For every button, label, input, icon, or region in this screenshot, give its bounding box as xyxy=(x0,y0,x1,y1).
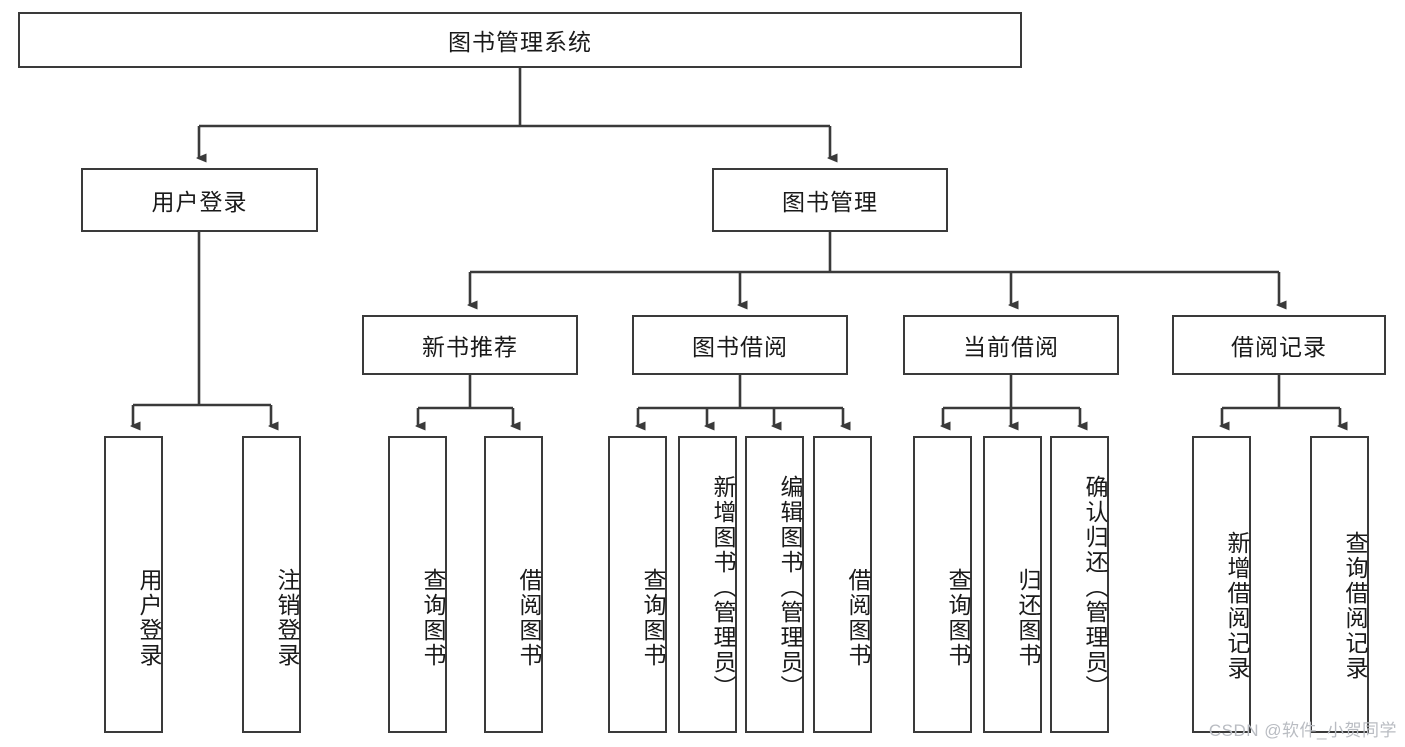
node-root-book-management-system[interactable]: 图书管理系统 xyxy=(18,12,1022,68)
watermark-text: CSDN @软件_小贺同学 xyxy=(1208,721,1397,740)
node-current-borrow[interactable]: 当前借阅 xyxy=(903,315,1119,375)
node-label: 用户登录 xyxy=(151,189,248,215)
node-label: 归还图书 xyxy=(1015,567,1041,668)
node-leaf-add-book-admin[interactable]: 新增图书（管理员） xyxy=(678,436,737,733)
node-label: 查询图书 xyxy=(945,567,971,668)
node-leaf-add-borrow-record[interactable]: 新增借阅记录 xyxy=(1192,436,1251,733)
node-label: 当前借阅 xyxy=(963,334,1059,360)
node-label: 编辑图书（管理员） xyxy=(777,474,803,700)
node-book-borrow[interactable]: 图书借阅 xyxy=(632,315,848,375)
node-label: 图书管理系统 xyxy=(448,29,592,55)
node-label: 借阅图书 xyxy=(516,567,542,668)
node-borrow-record[interactable]: 借阅记录 xyxy=(1172,315,1386,375)
node-label: 图书管理 xyxy=(782,189,878,215)
node-leaf-user-login[interactable]: 用户登录 xyxy=(104,436,163,733)
node-leaf-query-borrow-record[interactable]: 查询借阅记录 xyxy=(1310,436,1369,733)
node-label: 查询借阅记录 xyxy=(1342,530,1368,681)
node-label: 用户登录 xyxy=(136,567,162,668)
node-label: 新增借阅记录 xyxy=(1224,530,1250,681)
node-leaf-logout-login[interactable]: 注销登录 xyxy=(242,436,301,733)
node-label: 借阅记录 xyxy=(1231,334,1327,360)
node-leaf-return-book[interactable]: 归还图书 xyxy=(983,436,1042,733)
node-label: 注销登录 xyxy=(274,567,300,668)
node-label: 图书借阅 xyxy=(692,334,788,360)
node-label: 借阅图书 xyxy=(845,567,871,668)
node-leaf-confirm-return-admin[interactable]: 确认归还（管理员） xyxy=(1050,436,1109,733)
node-user-login[interactable]: 用户登录 xyxy=(81,168,318,232)
node-book-management[interactable]: 图书管理 xyxy=(712,168,948,232)
node-label: 新增图书（管理员） xyxy=(710,474,736,700)
node-leaf-query-book-recommend[interactable]: 查询图书 xyxy=(388,436,447,733)
node-label: 确认归还（管理员） xyxy=(1082,474,1108,700)
node-leaf-borrow-book[interactable]: 借阅图书 xyxy=(813,436,872,733)
node-leaf-query-book-borrow[interactable]: 查询图书 xyxy=(608,436,667,733)
node-leaf-borrow-book-recommend[interactable]: 借阅图书 xyxy=(484,436,543,733)
node-label: 新书推荐 xyxy=(422,334,518,360)
node-label: 查询图书 xyxy=(640,567,666,668)
node-leaf-query-book-current[interactable]: 查询图书 xyxy=(913,436,972,733)
node-leaf-edit-book-admin[interactable]: 编辑图书（管理员） xyxy=(745,436,804,733)
node-label: 查询图书 xyxy=(420,567,446,668)
node-new-book-recommend[interactable]: 新书推荐 xyxy=(362,315,578,375)
